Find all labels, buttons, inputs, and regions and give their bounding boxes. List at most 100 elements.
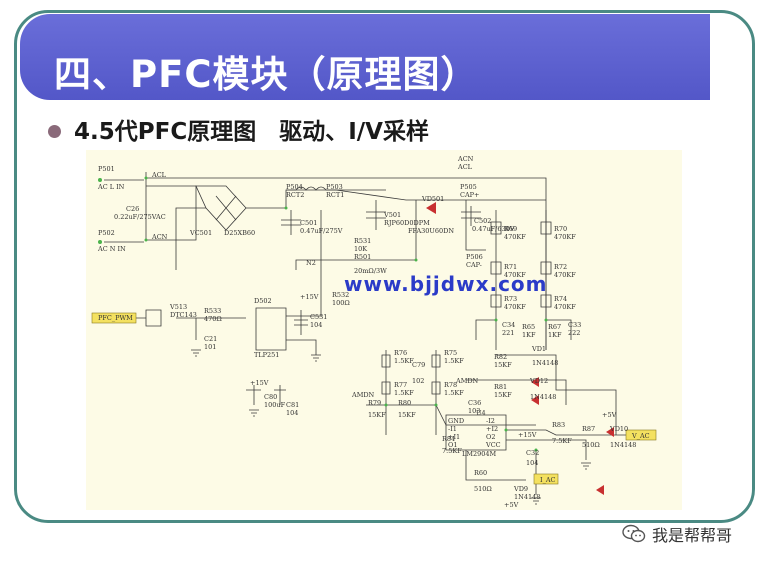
label-r501v: 20mΩ/3W <box>354 267 387 275</box>
label-r533: R533 <box>204 307 222 315</box>
label-vd501: VD501 <box>422 195 445 203</box>
label-vd10: VD10 <box>610 425 629 433</box>
label-c32v: 104 <box>526 459 539 467</box>
label-vd1t: 1N4148 <box>532 359 559 367</box>
bullet-icon <box>48 125 61 138</box>
label-c33: C33 <box>568 321 582 329</box>
label-acl-in: AC L IN <box>98 183 125 191</box>
label-vd501t: FFA30U60DN <box>408 227 455 235</box>
label-c34v: 221 <box>502 329 515 337</box>
label-r76v: 1.5KF <box>394 357 414 365</box>
label-vd12t: 1N4148 <box>530 393 557 401</box>
label-plus5c: +15V <box>518 431 537 439</box>
label-c80v: 100uF <box>264 401 286 409</box>
label-c21v: 101 <box>204 343 217 351</box>
label-r69v: 470KF <box>504 233 526 241</box>
label-c501v: 0.47uF/275V <box>300 227 343 235</box>
brand-text: 我是帮帮哥 <box>652 526 733 545</box>
label-r83: R83 <box>552 421 566 429</box>
label-rct1: RCT1 <box>326 191 345 199</box>
label-lm2904: LM2904M <box>462 450 497 458</box>
label-c21: C21 <box>204 335 218 343</box>
label-vd9t: 1N4148 <box>514 493 541 501</box>
label-rct2: RCT2 <box>286 191 305 199</box>
wechat-icon <box>622 524 646 543</box>
label-c501: C501 <box>300 219 318 227</box>
label-c531v: 104 <box>310 321 323 329</box>
label-c36v: 103 <box>468 407 481 415</box>
label-p502: P502 <box>98 229 115 237</box>
label-cap-minus: CAP- <box>466 261 482 269</box>
label-r74: R74 <box>554 295 568 303</box>
label-c531: C531 <box>310 313 328 321</box>
label-u4: U4 <box>476 409 486 417</box>
slide-subtitle: 4.5代PFC原理图 驱动、I/V采样 <box>74 119 429 145</box>
label-vc501: VC501 <box>190 229 213 237</box>
label-c79v: 102 <box>412 377 425 385</box>
label-r82: R82 <box>494 353 508 361</box>
label-v513t: DTC143 <box>170 311 197 319</box>
pfc-schematic: P501 AC L IN P502 AC N IN ACN ACL ACL AC… <box>86 150 682 510</box>
label-pin-i2p: +I2 <box>486 425 499 433</box>
label-plus5b: +5V <box>602 411 617 419</box>
label-c26v: 0.22uF/275VAC <box>114 213 166 221</box>
label-r501: R501 <box>354 253 372 261</box>
label-pin-gnd: GND <box>448 417 465 425</box>
label-r87: R87 <box>582 425 596 433</box>
label-acn-top: ACN <box>458 155 474 163</box>
label-r75: R75 <box>444 349 458 357</box>
label-p505: P505 <box>460 183 477 191</box>
label-plus15: +15V <box>300 293 319 301</box>
label-r533v: 470Ω <box>204 315 222 323</box>
label-p506: P506 <box>466 253 483 261</box>
label-c502v: 0.47uF/630V <box>472 225 515 233</box>
label-v501t: RJP60D0DPM <box>384 219 430 227</box>
label-i-ac: I_AC <box>540 476 556 484</box>
label-tlp: TLP251 <box>254 351 280 359</box>
label-r81: R81 <box>494 383 508 391</box>
label-c81v: 104 <box>286 409 299 417</box>
label-r73v: 470KF <box>504 303 526 311</box>
label-acl-top2: ACL <box>152 171 166 179</box>
label-v501: V501 <box>384 211 402 219</box>
label-r60: R60 <box>474 469 488 477</box>
label-r77: R77 <box>394 381 408 389</box>
label-p501: P501 <box>98 165 115 173</box>
label-plus15b: +15V <box>250 379 269 387</box>
slide-title: 四、PFC模块（原理图） <box>54 53 479 96</box>
label-vd9: VD9 <box>514 485 529 493</box>
label-c34: C34 <box>502 321 516 329</box>
label-pfc-pwm: PFC_PWM <box>98 314 133 322</box>
label-amdn: AMDN <box>352 391 375 399</box>
label-r73: R73 <box>504 295 518 303</box>
label-r71v: 470KF <box>504 271 526 279</box>
label-c79: C79 <box>412 361 426 369</box>
label-pin-i2: -I2 <box>486 417 495 425</box>
label-r531: R531 <box>354 237 372 245</box>
label-r80v: 15KF <box>398 411 416 419</box>
label-r82v: 15KF <box>494 361 512 369</box>
label-p503: P503 <box>326 183 343 191</box>
label-r79: R79 <box>368 399 382 407</box>
label-amdn2: AMDN <box>456 377 479 385</box>
watermark-url: www.bjjdwx.com <box>344 272 548 296</box>
label-vd12: VD12 <box>530 377 549 385</box>
label-c502: C502 <box>474 217 492 225</box>
label-p504: P504 <box>286 183 303 191</box>
label-r532: R532 <box>332 291 350 299</box>
label-cap-plus: CAP+ <box>460 191 480 199</box>
title-bar: 四、PFC模块（原理图） <box>20 14 710 100</box>
label-r78v: 1.5KF <box>444 389 464 397</box>
label-r70: R70 <box>554 225 568 233</box>
label-r77v: 1.5KF <box>394 389 414 397</box>
label-v513: V513 <box>170 303 188 311</box>
label-r78: R78 <box>444 381 458 389</box>
label-plus5: +5V <box>504 501 519 509</box>
label-pin-i1: -I1 <box>448 425 457 433</box>
label-r67: R67 <box>548 323 562 331</box>
label-r74v: 470KF <box>554 303 576 311</box>
label-r60v: 510Ω <box>474 485 492 493</box>
label-v-ac: V_AC <box>632 432 650 440</box>
label-r71: R71 <box>504 263 518 271</box>
label-c32: C32 <box>526 449 540 457</box>
